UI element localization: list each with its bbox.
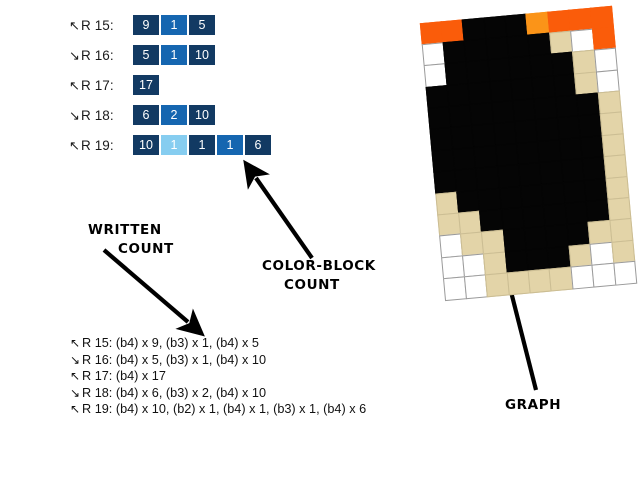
color-block: 5 (189, 15, 215, 35)
row-arrow-icon: ↘ (69, 47, 80, 63)
color-block-row: ↖R 17: 17 (68, 74, 388, 96)
color-block: 1 (189, 135, 215, 155)
color-block-count-line1: COLOR-BLOCK (262, 258, 376, 274)
pixel-graph-cell (612, 260, 638, 286)
written-count-line1: WRITTEN (88, 222, 162, 238)
written-line-arrow-icon: ↘ (69, 385, 81, 400)
row-arrow-icon: ↖ (69, 17, 80, 33)
color-block: 1 (217, 135, 243, 155)
row-arrow-icon: ↖ (69, 77, 80, 93)
written-line-text: R 18: (b4) x 6, (b3) x 2, (b4) x 10 (82, 385, 267, 400)
label-graph: GRAPH (505, 397, 562, 413)
written-line-text: R 19: (b4) x 10, (b2) x 1, (b4) x 1, (b3… (82, 402, 367, 416)
color-block: 10 (189, 105, 215, 125)
written-count-line: ↖R 15: (b4) x 9, (b3) x 1, (b4) x 5 (68, 336, 366, 353)
color-block: 6 (133, 105, 159, 125)
written-count-line: ↖R 19: (b4) x 10, (b2) x 1, (b4) x 1, (b… (68, 402, 366, 419)
written-line-text: R 17: (b4) x 17 (82, 369, 166, 383)
row-label: R 17: (81, 77, 114, 93)
color-block: 17 (133, 75, 159, 95)
arrow-color-block-count (243, 159, 314, 260)
row-label: R 15: (81, 17, 114, 33)
row-arrow-icon: ↘ (69, 107, 80, 123)
color-block: 10 (133, 135, 159, 155)
row-arrow-icon: ↖ (69, 137, 80, 153)
written-line-text: R 16: (b4) x 5, (b3) x 1, (b4) x 10 (82, 352, 267, 367)
color-block: 1 (161, 45, 187, 65)
color-block: 1 (161, 135, 187, 155)
written-line-arrow-icon: ↖ (69, 402, 81, 416)
written-count-list: ↖R 15: (b4) x 9, (b3) x 1, (b4) x 5↘R 16… (68, 336, 366, 419)
color-block: 1 (161, 15, 187, 35)
row-label: R 19: (81, 137, 114, 153)
row-blocks: 17 (133, 75, 159, 95)
pixel-graph (419, 5, 638, 301)
color-block: 6 (245, 135, 271, 155)
written-line-arrow-icon: ↖ (69, 369, 81, 383)
color-block: 10 (189, 45, 215, 65)
written-count-line: ↘R 16: (b4) x 5, (b3) x 1, (b4) x 10 (68, 353, 366, 370)
color-block-count-line2: COUNT (284, 277, 340, 293)
label-written-count: WRITTEN COUNT (88, 222, 174, 257)
row-label: R 16: (81, 47, 114, 63)
color-block: 2 (161, 105, 187, 125)
written-line-arrow-icon: ↖ (69, 336, 81, 350)
arrow-written-count (102, 248, 205, 337)
row-label: R 18: (81, 107, 114, 123)
written-count-line: ↖R 17: (b4) x 17 (68, 369, 366, 386)
written-count-line2: COUNT (118, 241, 174, 257)
color-block: 9 (133, 15, 159, 35)
written-line-arrow-icon: ↘ (69, 352, 81, 367)
written-count-line: ↘R 18: (b4) x 6, (b3) x 2, (b4) x 10 (68, 386, 366, 403)
color-block: 5 (133, 45, 159, 65)
pixel-graph-grid (419, 5, 638, 301)
label-color-block-count: COLOR-BLOCK COUNT (262, 258, 376, 293)
written-line-text: R 15: (b4) x 9, (b3) x 1, (b4) x 5 (82, 336, 259, 350)
